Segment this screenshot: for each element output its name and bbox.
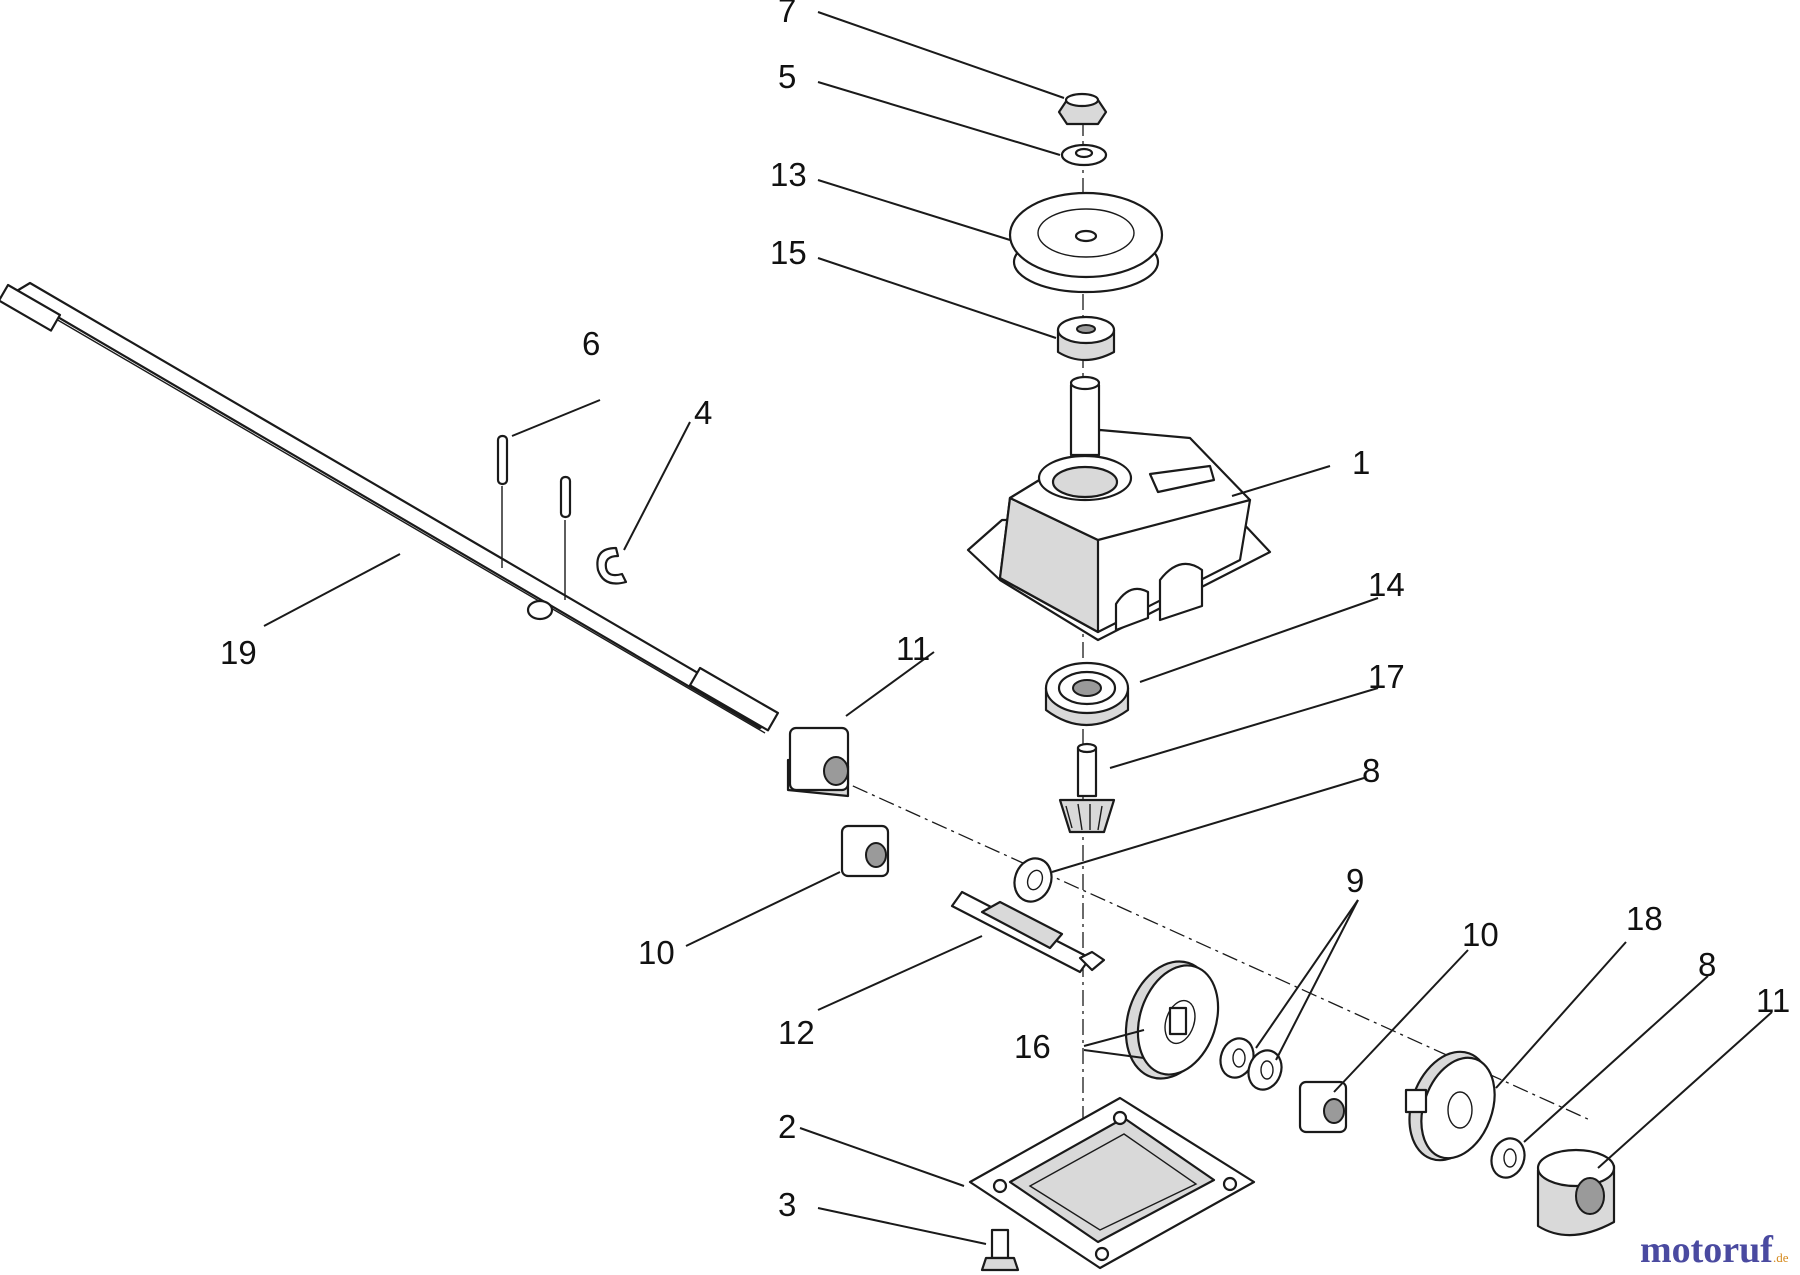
callout-6: 6: [582, 325, 600, 362]
watermark-suffix: .de: [1773, 1250, 1789, 1265]
callout-5: 5: [778, 58, 796, 95]
bolt: [980, 1228, 1020, 1272]
washer: [1060, 143, 1108, 167]
bushing: [1298, 1080, 1348, 1134]
callout-10: 10: [638, 934, 675, 971]
callout-8: 8: [1698, 946, 1716, 983]
callout-16: 16: [1014, 1028, 1051, 1065]
flanged-bushing: [1536, 1148, 1616, 1237]
gasket-cover-plate: [968, 1096, 1256, 1270]
callout-18: 18: [1626, 900, 1663, 937]
washer-pair: [1219, 1037, 1283, 1091]
callout-1: 1: [1352, 444, 1370, 481]
callout-17: 17: [1368, 658, 1405, 695]
bushing: [840, 824, 890, 878]
leader-lines: [263, 11, 1773, 1245]
callout-numbers: 7 2 6 5 13 15 6 4 1 14 17 8 11 19 9 10 1…: [220, 0, 1790, 1223]
callout-13: 13: [770, 156, 807, 193]
callout-11: 11: [1756, 982, 1790, 1019]
callout-12: 12: [778, 1014, 815, 1051]
callout-14: 14: [1368, 566, 1405, 603]
output-gear: [1404, 1050, 1496, 1162]
thrust-washer: [1490, 1137, 1526, 1179]
ball-bearing: [1044, 661, 1130, 727]
svg-text:motoruf.de: motoruf.de: [1640, 1229, 1789, 1271]
callout-11: 11: [896, 630, 930, 667]
e-ring: [596, 546, 628, 585]
flanged-bushing: [786, 726, 850, 798]
callout-9: 9: [1346, 862, 1364, 899]
callout-8: 8: [1362, 752, 1380, 789]
callout-3: 3: [778, 1186, 796, 1223]
gear-housing: [966, 375, 1272, 642]
drive-shaft: [0, 281, 780, 734]
callout-7: 7: [778, 0, 796, 29]
roll-pin: [496, 434, 572, 600]
spacer: [1056, 315, 1116, 362]
watermark-logo: motoruf.de: [1640, 1229, 1789, 1271]
shaft: [950, 890, 1106, 974]
pinion-gear: [1058, 742, 1116, 834]
pulley: [1008, 191, 1164, 294]
callout-10: 10: [1462, 916, 1499, 953]
callout-19: 19: [220, 634, 257, 671]
watermark-brand: motoruf: [1640, 1229, 1774, 1271]
callout-15: 15: [770, 234, 807, 271]
callout-2: 2: [778, 1108, 796, 1145]
nut: [1057, 92, 1108, 126]
thrust-washer: [1013, 857, 1053, 903]
drive-gear: [1124, 960, 1220, 1080]
callout-4: 4: [694, 394, 712, 431]
